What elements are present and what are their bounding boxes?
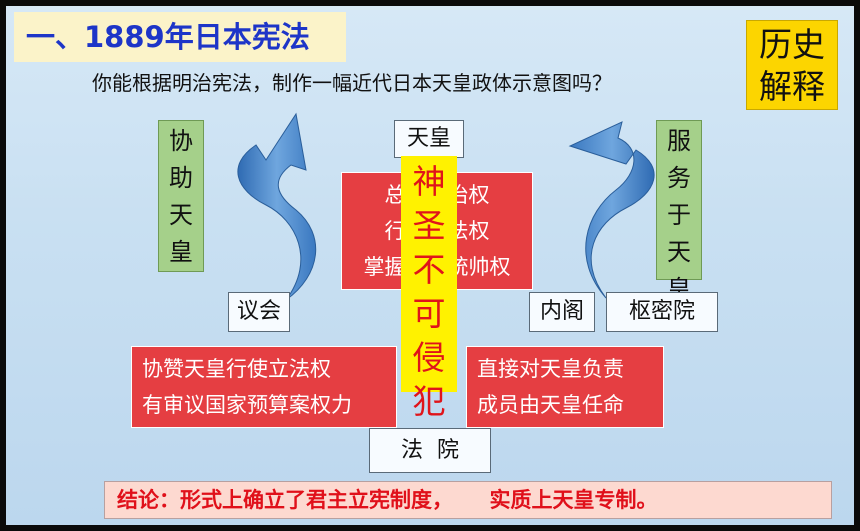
sacred-char: 圣 <box>412 206 446 245</box>
sacred-char: 犯 <box>412 382 446 421</box>
sacred-char: 可 <box>412 294 446 333</box>
sacred-inviolable-banner: 神 圣 不 可 侵 犯 <box>401 156 457 421</box>
emperor-box: 天皇 <box>394 120 464 158</box>
left-char: 协 <box>169 127 193 155</box>
badge-line-2: 解释 <box>759 67 825 106</box>
cabinet-power-line: 成员由天皇任命 <box>477 393 624 417</box>
left-curved-arrow-icon <box>237 112 317 301</box>
sacred-char: 侵 <box>412 338 446 377</box>
assist-emperor-label: 协 助 天 皇 <box>158 120 204 272</box>
sacred-char: 不 <box>412 250 446 289</box>
privy-council-box: 枢密院 <box>606 292 718 332</box>
conclusion-bar: 结论：形式上确立了君主立宪制度， 实质上天皇专制。 <box>104 481 832 519</box>
diet-power-line: 有审议国家预算案权力 <box>142 393 352 417</box>
slide: 一、1889年日本宪法 历史 解释 你能根据明治宪法，制作一幅近代日本天皇政体示… <box>6 6 854 525</box>
left-char: 皇 <box>169 238 193 266</box>
diet-powers-box: 协赞天皇行使立法权 有审议国家预算案权力 <box>131 346 397 428</box>
right-curved-arrow-icon <box>568 121 655 299</box>
cabinet-box: 内阁 <box>529 292 595 332</box>
question-text: 你能根据明治宪法，制作一幅近代日本天皇政体示意图吗？ <box>92 71 612 95</box>
left-char: 天 <box>169 201 193 229</box>
court-box: 法 院 <box>369 428 491 473</box>
badge-line-1: 历史 <box>759 25 825 64</box>
right-char: 务 <box>667 164 691 192</box>
cabinet-powers-box: 直接对天皇负责 成员由天皇任命 <box>466 346 664 428</box>
cabinet-power-line: 直接对天皇负责 <box>477 357 624 381</box>
sacred-char: 神 <box>412 162 446 201</box>
right-char: 于 <box>667 201 691 229</box>
serve-emperor-label: 服 务 于 天 皇 <box>656 120 702 303</box>
history-explanation-badge: 历史 解释 <box>746 20 838 110</box>
left-char: 助 <box>169 164 193 192</box>
diet-power-line: 协赞天皇行使立法权 <box>142 357 331 381</box>
right-char: 服 <box>667 127 691 155</box>
right-char: 天 <box>667 238 691 266</box>
slide-title: 一、1889年日本宪法 <box>14 12 346 62</box>
diet-box: 议会 <box>228 292 290 332</box>
